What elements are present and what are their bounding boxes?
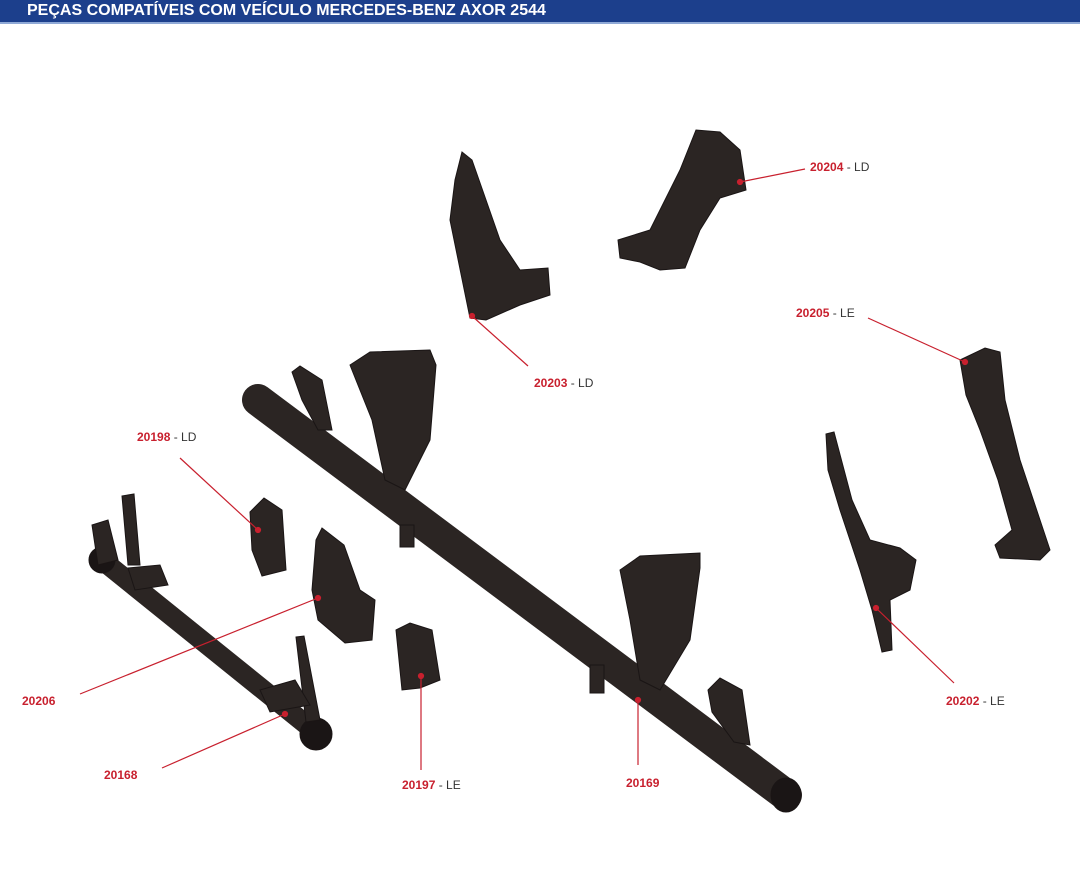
label-20202: 20202 - LE — [946, 694, 1005, 708]
header-bar: PEÇAS COMPATÍVEIS COM VEÍCULO MERCEDES-B… — [0, 0, 1080, 24]
label-20168: 20168 — [104, 768, 138, 782]
label-20197: 20197 - LE — [402, 778, 461, 792]
part-20169-tube — [242, 384, 802, 811]
part-20202 — [825, 431, 917, 653]
page-title: PEÇAS COMPATÍVEIS COM VEÍCULO MERCEDES-B… — [27, 2, 546, 19]
label-20204: 20204 - LD — [810, 160, 870, 174]
part-20205 — [959, 347, 1051, 561]
label-20205: 20205 - LE — [796, 306, 855, 320]
label-20203: 20203 - LD — [534, 376, 594, 390]
part-20197 — [395, 622, 441, 691]
label-20198: 20198 - LD — [137, 430, 197, 444]
part-20203 — [449, 151, 551, 321]
part-20206 — [311, 527, 376, 644]
label-20206: 20206 — [22, 694, 56, 708]
part-20198 — [249, 497, 287, 577]
part-20169-bracket — [349, 349, 437, 491]
label-20169: 20169 — [626, 776, 660, 790]
part-20204 — [617, 129, 747, 271]
